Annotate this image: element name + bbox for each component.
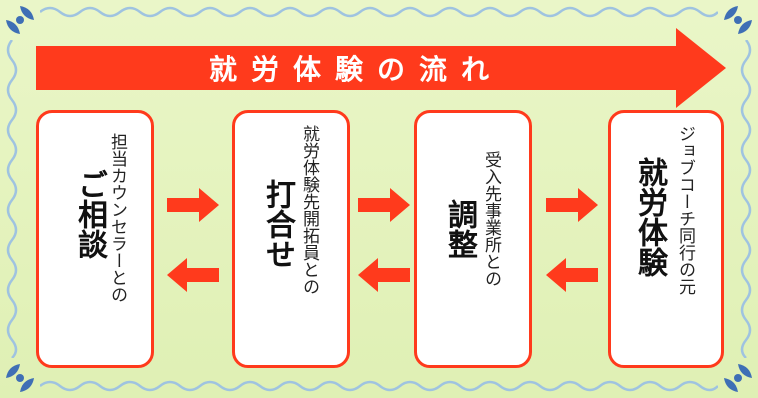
arrow-right-icon <box>546 188 598 222</box>
step-sub-label: 担当カウンセラーとの <box>107 133 127 303</box>
corner-ornament-icon <box>6 364 34 392</box>
arrow-left-icon <box>546 258 598 292</box>
step-main-label: 打合せ <box>260 179 295 269</box>
decorative-border-top <box>40 6 718 18</box>
step-main-label: ご相談 <box>72 169 107 259</box>
step-sub-label: ジョブコーチ同行の元 <box>675 125 695 295</box>
step-sub-label: 受入先事業所との <box>481 151 501 287</box>
decorative-border-bottom <box>40 380 718 392</box>
step-card-adjustment: 調整 受入先事業所との <box>414 110 532 368</box>
arrow-left-icon <box>358 258 410 292</box>
arrow-left-icon <box>167 258 219 292</box>
step-sub-label: 就労体験先開拓員との <box>299 125 319 295</box>
banner-title: 就労体験の流れ <box>208 53 503 86</box>
step-main-label: 就労体験 <box>632 157 667 277</box>
corner-ornament-icon <box>724 364 752 392</box>
decorative-border-left <box>6 40 18 358</box>
arrow-right-icon <box>167 188 219 222</box>
step-main-label: 調整 <box>442 199 477 259</box>
step-card-work-experience: 就労体験 ジョブコーチ同行の元 <box>608 110 724 368</box>
corner-ornament-icon <box>724 6 752 34</box>
corner-ornament-icon <box>6 6 34 34</box>
step-card-meeting: 打合せ 就労体験先開拓員との <box>232 110 350 368</box>
decorative-border-right <box>740 40 752 358</box>
arrow-right-icon <box>358 188 410 222</box>
step-card-consultation: ご相談 担当カウンセラーとの <box>36 110 154 368</box>
banner-arrow <box>36 28 726 108</box>
